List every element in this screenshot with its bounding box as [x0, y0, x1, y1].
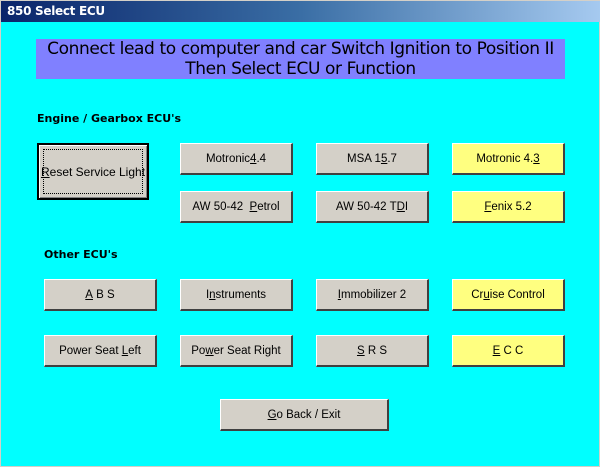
label-post: .7 [387, 152, 397, 165]
motronic-4-4-button[interactable]: Motronic 4.4 [180, 143, 293, 175]
abs-button[interactable]: A B S [44, 279, 157, 311]
label-accelerator: A [85, 288, 93, 301]
label-pre: MSA 1 [347, 152, 381, 165]
label-post: mmobilizer 2 [341, 288, 407, 301]
label-post: I [404, 200, 409, 213]
label-post: o Back / Exit [276, 408, 341, 421]
label-accelerator: E [492, 344, 501, 357]
instruction-line-1: Connect lead to computer and car Switch … [47, 39, 554, 59]
label-accelerator: G [267, 408, 277, 421]
label-post: .4 [256, 152, 267, 165]
label-post: C C [500, 344, 524, 357]
label-pre: Cr [471, 288, 484, 301]
label-post: B S [92, 288, 115, 301]
label-accelerator: 4 [250, 152, 257, 165]
engine-section-label: Engine / Gearbox ECU's [37, 112, 182, 125]
label-accelerator: u [483, 288, 490, 301]
other-section-label: Other ECU's [44, 248, 118, 261]
label-post: struments [215, 288, 267, 301]
label-pre: I [205, 288, 210, 301]
label-accelerator: 3 [533, 152, 540, 165]
label-accelerator: S [356, 344, 365, 357]
label-pre: Motronic [205, 152, 251, 165]
label-post: R S [364, 344, 388, 357]
label-accelerator: 5 [380, 152, 388, 165]
window-title: 850 Select ECU [7, 4, 105, 18]
label-post: ise Control [489, 288, 545, 301]
label-accelerator: w [205, 344, 214, 357]
srs-button[interactable]: S R S [316, 335, 429, 367]
label-accelerator: R [40, 164, 50, 179]
label-pre: Motronic 4. [476, 152, 534, 165]
label-post: eset Service Light [49, 164, 146, 179]
label-pre: AW 50-42 T [335, 200, 397, 213]
instruction-line-2: Then Select ECU or Function [185, 59, 416, 79]
label-pre: Po [191, 344, 206, 357]
title-bar: 850 Select ECU [1, 1, 600, 22]
label-pre: AW 50-42 [192, 200, 250, 213]
label-post: etrol [257, 200, 280, 213]
ecc-button[interactable]: E C C [452, 335, 565, 367]
label-accelerator: P [249, 200, 258, 213]
label-pre: Power Seat [59, 344, 122, 357]
label-accelerator: I [337, 288, 341, 301]
label-post: enix 5.2 [491, 200, 532, 213]
label-accelerator: F [484, 200, 492, 213]
label-post: eft [128, 344, 141, 357]
label-post: er Seat Right [213, 344, 281, 357]
label-accelerator: D [396, 200, 405, 213]
label-accelerator: L [121, 344, 129, 357]
instruction-banner: Connect lead to computer and car Switch … [36, 39, 565, 79]
label-accelerator: n [209, 288, 216, 301]
motronic-4-3-button[interactable]: Motronic 4.3 [452, 143, 565, 175]
